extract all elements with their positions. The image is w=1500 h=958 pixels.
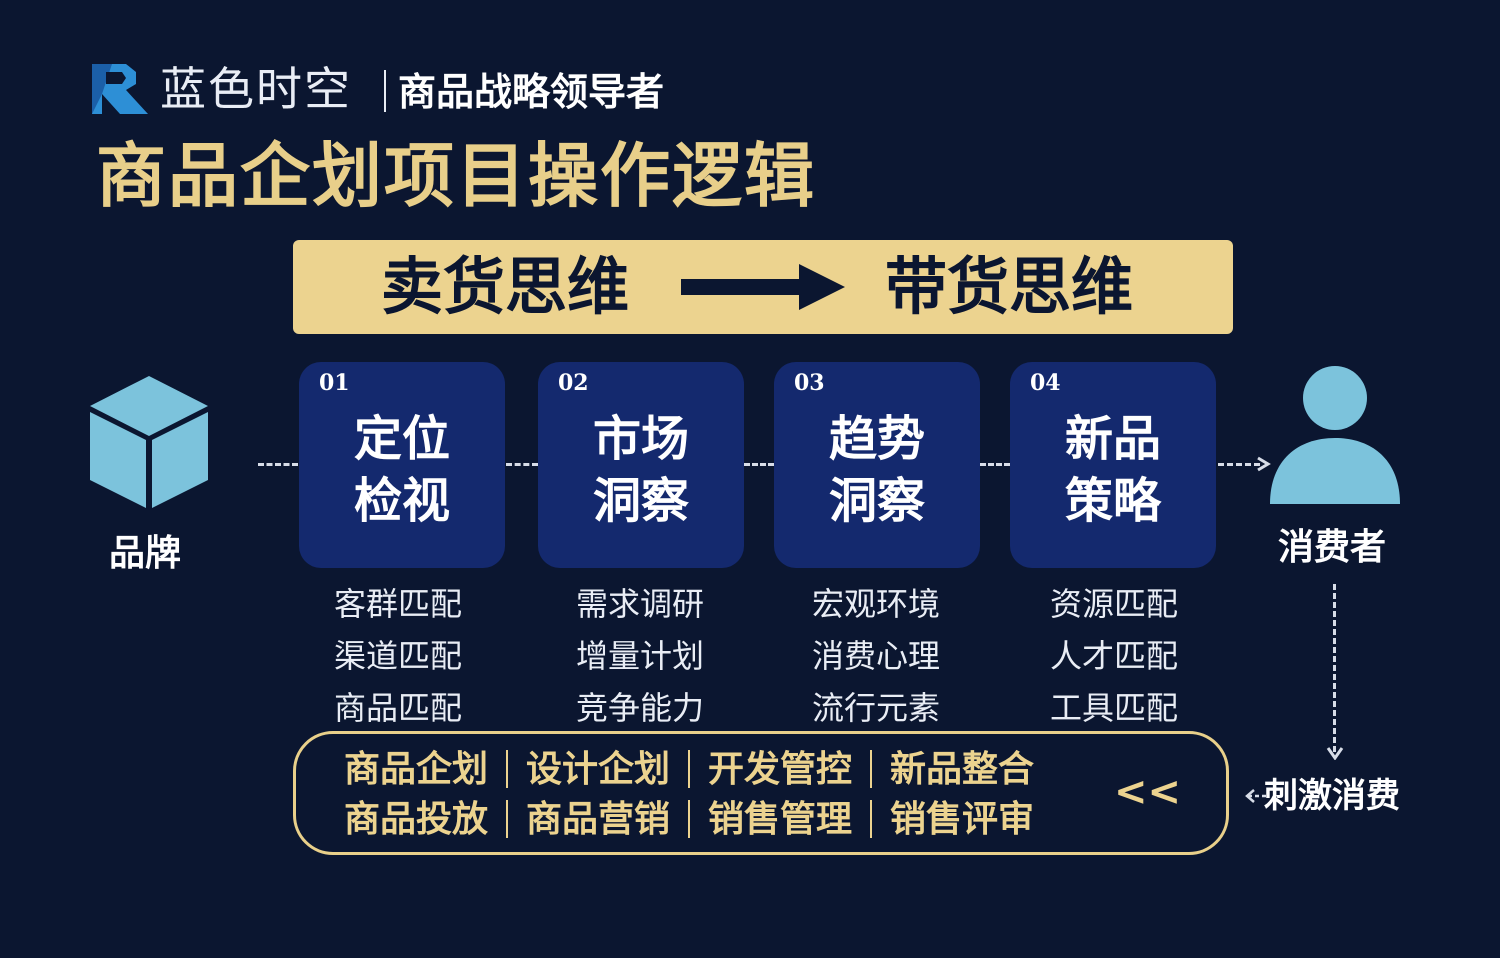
brand-name: 蓝色时空	[160, 62, 352, 116]
brand-divider	[384, 70, 386, 112]
subitem: 宏观环境	[811, 585, 940, 623]
step-subitems: 需求调研 增量计划 竞争能力	[537, 578, 743, 734]
arrow-head-down-icon	[1326, 747, 1344, 760]
subitem: 流行元素	[811, 689, 940, 727]
step-title-line: 策略	[1064, 473, 1161, 529]
subitem: 客群匹配	[333, 585, 462, 623]
step-number: 02	[558, 370, 589, 396]
step-number: 03	[794, 370, 825, 396]
step-subitems: 资源匹配 人才匹配 工具匹配	[1011, 578, 1217, 734]
subitem: 竞争能力	[575, 689, 704, 727]
cube-icon	[90, 376, 208, 508]
connector-dash	[258, 463, 298, 466]
connector-dash	[744, 463, 774, 466]
banner-from-text: 卖货思维	[381, 250, 630, 323]
divider	[870, 800, 873, 838]
vertical-connector-dash	[1333, 584, 1336, 752]
subitem: 需求调研	[575, 585, 704, 623]
step-number: 01	[319, 370, 350, 396]
brand-tagline: 商品战略领导者	[398, 69, 665, 114]
chevron-left-icon: <<	[1114, 769, 1182, 815]
page-title: 商品企划项目操作逻辑	[96, 134, 816, 217]
subitem: 资源匹配	[1049, 585, 1178, 623]
divider	[688, 750, 691, 788]
process-item: 商品营销	[526, 799, 671, 840]
process-row: 商品企划设计企划开发管控新品整合	[344, 748, 1034, 792]
step-title-line: 定位	[353, 411, 450, 467]
brand-label: 品牌	[108, 533, 181, 574]
arrow-head-icon	[1257, 456, 1271, 472]
mindset-banner: 卖货思维 带货思维	[293, 240, 1233, 334]
step-subitems: 宏观环境 消费心理 流行元素	[773, 578, 979, 734]
subitem: 工具匹配	[1049, 689, 1178, 727]
process-row: 商品投放商品营销销售管理销售评审	[344, 798, 1034, 842]
step-title-line: 洞察	[828, 473, 925, 529]
step-box: 02 市场 洞察	[538, 362, 744, 568]
step-number: 04	[1030, 370, 1061, 396]
step-title-line: 市场	[592, 411, 689, 467]
subitem: 人才匹配	[1049, 637, 1178, 675]
subitem: 增量计划	[575, 637, 704, 675]
connector-dash	[506, 463, 538, 466]
arrow-head-left-icon	[1245, 789, 1266, 803]
step-box: 03 趋势 洞察	[774, 362, 980, 568]
brand-logo-icon	[92, 64, 148, 114]
step-subitems: 客群匹配 渠道匹配 商品匹配	[295, 578, 501, 734]
divider	[506, 750, 509, 788]
banner-to-text: 带货思维	[885, 250, 1134, 323]
stimulate-consumption-label: 刺激消费	[1264, 776, 1400, 816]
process-item: 商品投放	[344, 799, 489, 840]
connector-dash	[980, 463, 1010, 466]
process-item: 商品企划	[344, 749, 489, 790]
subitem: 消费心理	[811, 637, 940, 675]
step-box: 01 定位 检视	[299, 362, 505, 568]
person-icon	[1270, 366, 1400, 504]
divider	[870, 750, 873, 788]
divider	[688, 800, 691, 838]
step-title-line: 新品	[1064, 411, 1161, 467]
subitem: 渠道匹配	[333, 637, 462, 675]
process-item: 新品整合	[890, 749, 1035, 790]
right-arrow-icon	[681, 264, 845, 310]
step-box: 04 新品 策略	[1010, 362, 1216, 568]
process-item: 开发管控	[708, 749, 853, 790]
process-item: 销售管理	[708, 799, 853, 840]
process-item: 销售评审	[890, 799, 1035, 840]
process-item: 设计企划	[526, 749, 671, 790]
step-title-line: 检视	[353, 473, 450, 529]
step-title-line: 趋势	[828, 411, 925, 467]
step-title-line: 洞察	[592, 473, 689, 529]
connector-dash	[1218, 463, 1260, 466]
process-summary-box: 商品企划设计企划开发管控新品整合 商品投放商品营销销售管理销售评审 <<	[293, 731, 1229, 855]
subitem: 商品匹配	[333, 689, 462, 727]
divider	[506, 800, 509, 838]
consumer-label: 消费者	[1277, 527, 1386, 568]
